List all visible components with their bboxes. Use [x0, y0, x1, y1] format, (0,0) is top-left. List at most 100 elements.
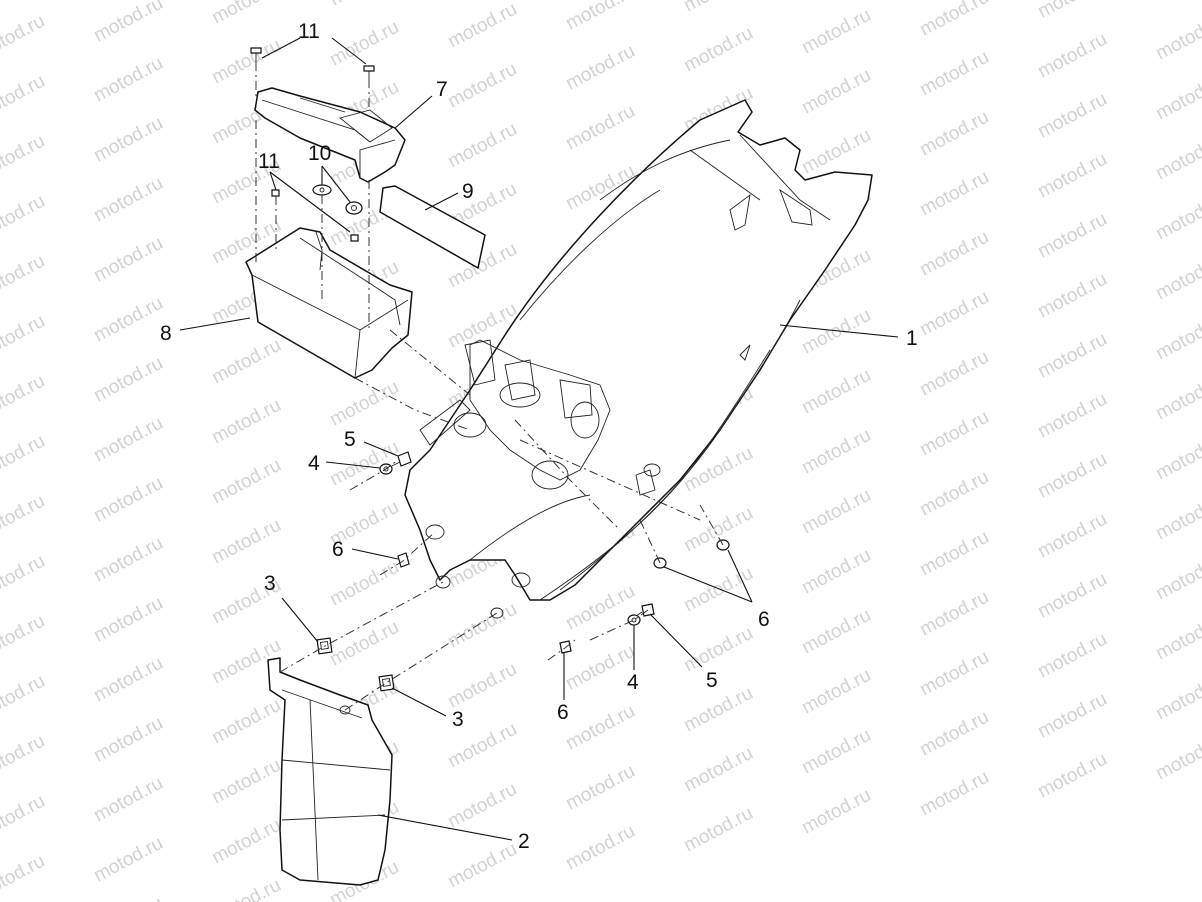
watermark-text: motod.ru [798, 5, 874, 59]
watermark-text: motod.ru [90, 533, 166, 587]
watermark-text: motod.ru [1034, 449, 1110, 503]
watermark-text: motod.ru [0, 611, 49, 665]
watermark-text: motod.ru [916, 527, 992, 581]
watermark-text: motod.ru [798, 485, 874, 539]
callout-4-right: 4 [627, 671, 639, 694]
watermark-text: motod.ru [90, 893, 166, 902]
watermark-text: motod.ru [326, 557, 402, 611]
watermark-text: motod.ru [916, 167, 992, 221]
watermark-text: motod.ru [916, 587, 992, 641]
watermark-text: motod.ru [680, 23, 756, 77]
watermark-text: motod.ru [916, 407, 992, 461]
watermark-text: motod.ru [90, 0, 166, 46]
watermark-text: motod.ru [916, 647, 992, 701]
watermark-text: motod.ru [1152, 611, 1202, 665]
watermark-text: motod.ru [798, 365, 874, 419]
watermark-text: motod.ru [1152, 491, 1202, 545]
watermark-text: motod.ru [0, 131, 49, 185]
watermark-text: motod.ru [0, 551, 49, 605]
watermark-text: motod.ru [1034, 89, 1110, 143]
part-11-screw-mid-a [271, 189, 280, 197]
watermark-text: motod.ru [1034, 209, 1110, 263]
watermark-text: motod.ru [0, 0, 49, 4]
watermark-text: motod.ru [90, 413, 166, 467]
watermark-text: motod.ru [1034, 29, 1110, 83]
watermark-text: motod.ru [1152, 251, 1202, 305]
watermark-text: motod.ru [0, 191, 49, 245]
watermark-text: motod.ru [208, 695, 284, 749]
watermark-text: motod.ru [1034, 0, 1110, 22]
watermark-text: motod.ru [916, 707, 992, 761]
watermark-text: motod.ru [90, 773, 166, 827]
callout-2: 2 [518, 830, 530, 853]
watermark-text: motod.ru [1152, 191, 1202, 245]
watermark-text: motod.ru [680, 0, 756, 16]
callout-3-lower: 3 [452, 708, 464, 731]
watermark-text: motod.ru [1152, 131, 1202, 185]
watermark-text: motod.ru [208, 755, 284, 809]
callout-9: 9 [462, 180, 474, 203]
watermark-text: motod.ru [1034, 509, 1110, 563]
watermark-text: motod.ru [680, 623, 756, 677]
watermark-text: motod.ru [208, 0, 284, 28]
watermark-text: motod.ru [798, 305, 874, 359]
watermark-text: motod.ru [444, 779, 520, 833]
assembly-lines [255, 62, 724, 711]
watermark-text: motod.ru [90, 53, 166, 107]
watermark-text: motod.ru [326, 377, 402, 431]
watermark-text: motod.ru [1034, 689, 1110, 743]
watermark-text: motod.ru [444, 839, 520, 893]
callout-6-left: 6 [332, 538, 344, 561]
watermark-text: motod.ru [208, 395, 284, 449]
watermark-text: motod.ru [0, 491, 49, 545]
watermark-text: motod.ru [916, 47, 992, 101]
part-8-battery-box [245, 227, 413, 379]
watermark-text: motod.ru [1152, 731, 1202, 785]
watermark-text: motod.ru [0, 71, 49, 125]
watermark-text: motod.ru [798, 425, 874, 479]
part-10-grommet-a [312, 184, 332, 196]
callout-7: 7 [436, 78, 448, 101]
callout-5-left: 5 [344, 428, 356, 451]
watermark-text: motod.ru [562, 581, 638, 635]
watermark-text: motod.ru [90, 173, 166, 227]
watermark-text: motod.ru [562, 761, 638, 815]
watermark-text: motod.ru [798, 605, 874, 659]
watermark-text: motod.ru [916, 107, 992, 161]
callout-4-left: 4 [308, 452, 320, 475]
leader-lines [179, 37, 899, 841]
callout-labels: 1 2 3 3 4 4 5 5 6 6 6 6 7 8 9 10 11 11 [160, 20, 918, 853]
watermark-text: motod.ru [562, 101, 638, 155]
watermark-text: motod.ru [90, 353, 166, 407]
watermark-text: motod.ru [1152, 71, 1202, 125]
callout-6-right: 6 [758, 608, 770, 631]
part-7-battery-cover [254, 87, 406, 183]
watermark-text: motod.ru [562, 701, 638, 755]
watermark-text: motod.ru [0, 851, 49, 902]
watermark-text: motod.ru [798, 665, 874, 719]
watermark-text: motod.ru [916, 467, 992, 521]
watermark-text: motod.ru [798, 125, 874, 179]
watermark-text: motod.ru [90, 293, 166, 347]
part-4-washer-right [627, 614, 641, 626]
watermark-text: motod.ru [680, 683, 756, 737]
part-11-screw-mid-b [350, 234, 359, 242]
part-9-foam-pad [379, 185, 486, 269]
callout-6-bottom: 6 [557, 701, 569, 724]
watermark-text: motod.ru [1034, 569, 1110, 623]
watermark-text: motod.ru [90, 833, 166, 887]
watermark-text: motod.ru [0, 671, 49, 725]
watermark-text: motod.ru [1152, 431, 1202, 485]
watermark-text: motod.ru [798, 65, 874, 119]
watermark-text: motod.ru [444, 59, 520, 113]
watermark-text: motod.ru [90, 713, 166, 767]
part-10-grommet-b [345, 201, 363, 215]
watermark-text: motod.ru [90, 113, 166, 167]
watermark-text: motod.ru [562, 41, 638, 95]
watermark-text: motod.ru [208, 815, 284, 869]
watermark-text: motod.ru [1034, 749, 1110, 803]
watermark-text: motod.ru [916, 0, 992, 40]
watermark-text: motod.ru [0, 731, 49, 785]
watermark-text: motod.ru [444, 599, 520, 653]
watermark-text: motod.ru [562, 0, 638, 34]
